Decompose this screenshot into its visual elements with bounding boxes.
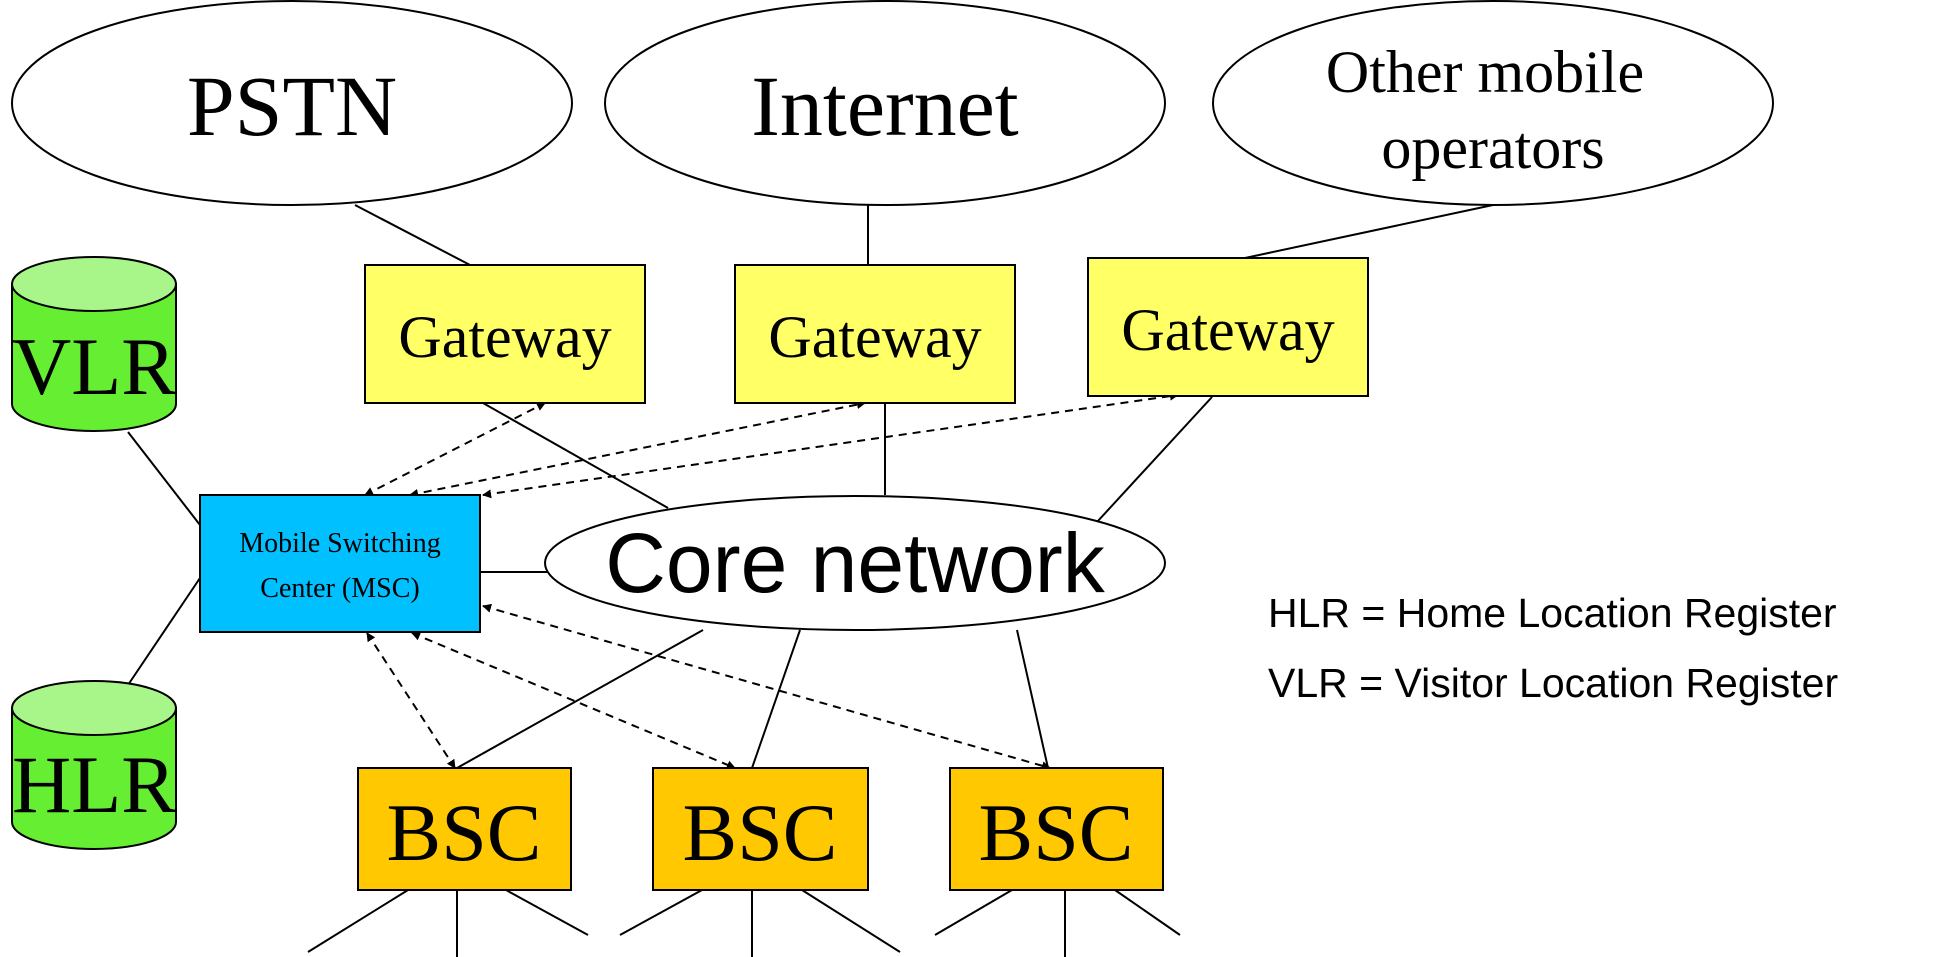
signalling-arrows [364,391,1179,771]
internet-label: Internet [751,58,1019,154]
msc-bsc1-arrow [366,632,456,769]
pstn-cloud: PSTN [11,0,573,206]
bsc-1-box [357,767,572,891]
msc-bsc2-arrow [411,631,736,770]
bsc2-antenna-right [801,889,901,953]
gateway-3-label: Gateway [1121,297,1334,363]
msc-box [199,494,481,633]
msc-label-line1: Mobile Switching [239,528,440,559]
msc-bsc3-arrow [482,603,1051,771]
bsc-3-box [949,767,1164,891]
bsc-3: BSC [949,767,1164,891]
legend: HLR = Home Location Register VLR = Visit… [1268,590,1838,706]
legend-hlr: HLR = Home Location Register [1268,590,1837,636]
bsc-2-box [652,767,869,891]
other-operators-label-line1: Other mobile [1326,39,1644,105]
gateway-1-box [364,264,646,404]
internet-cloud: Internet [604,0,1166,206]
vlr-cylinder-top [11,256,177,312]
vlr-label: VLR [12,321,176,412]
hlr-cylinder-top [11,680,177,736]
vlr-msc-link [127,431,201,526]
core-network-label: Core network [605,516,1106,610]
bsc-2: BSC [652,767,869,891]
core-network-cloud: Core network [544,495,1166,631]
gateway-3: Gateway [1087,257,1369,397]
other-gateway3-link [1244,204,1494,259]
core-bsc3-link [1016,629,1049,769]
bsc-2-label: BSC [683,787,838,878]
bsc-1: BSC [357,767,572,891]
legend-vlr: VLR = Visitor Location Register [1268,660,1838,706]
bsc3-antenna-left [934,889,1013,936]
hlr-label: HLR [12,739,176,830]
gateway3-core-link [1096,396,1213,523]
msc-gateway1-arrow [364,402,546,496]
gateway-2: Gateway [734,264,1016,404]
core-bsc1-link [456,629,704,769]
gateway-2-label: Gateway [768,304,981,370]
gateway-2-box [734,264,1016,404]
gateway-3-box [1087,257,1369,397]
bsc2-antenna-left [619,889,703,936]
gateway-1-label: Gateway [398,304,611,370]
gateway-1: Gateway [364,264,646,404]
hlr-database: HLR [11,680,177,850]
other-operators-label-line2: operators [1381,115,1604,181]
bsc-1-label: BSC [387,787,542,878]
hlr-msc-link [127,577,201,686]
msc-gateway2-arrow [409,400,866,498]
bsc1-antenna-left [307,889,409,953]
other-operators-cloud: Other mobile operators [1212,0,1774,206]
msc-label-line2: Center (MSC) [260,573,419,604]
gateway1-core-link [482,402,669,509]
msc: Mobile Switching Center (MSC) [199,494,481,633]
bsc-3-label: BSC [979,787,1134,878]
hlr-cylinder-body [11,707,177,850]
pstn-label: PSTN [187,58,397,154]
pstn-gateway1-link [354,204,471,266]
msc-gateway3-arrow [482,391,1179,499]
bsc3-antenna-right [1114,889,1181,936]
bsc1-antenna-right [505,889,589,936]
core-bsc2-link [751,629,801,769]
vlr-cylinder-body [11,283,177,432]
vlr-database: VLR [11,256,177,432]
